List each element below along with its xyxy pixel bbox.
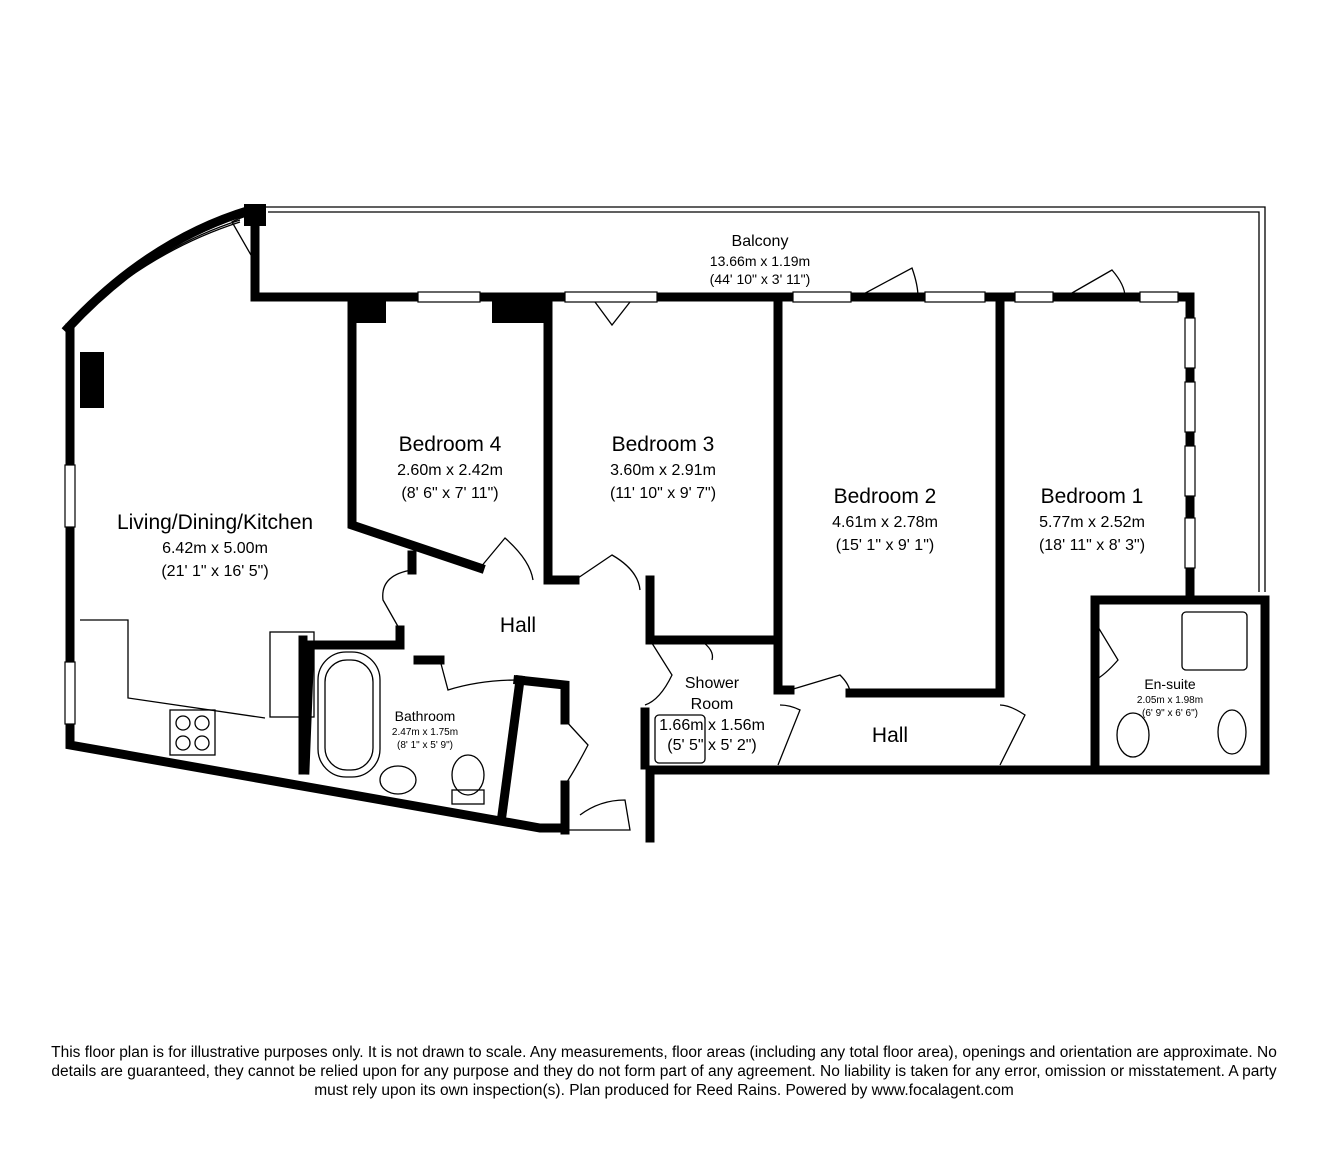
bedroom1-label: Bedroom 1 <box>1041 485 1144 508</box>
ensuite-dimensions-imperial: (6' 9" x 6' 6") <box>1142 708 1198 719</box>
bathroom-toilet <box>451 754 485 796</box>
bathtub <box>317 651 381 778</box>
ensuite-shower <box>1181 611 1248 671</box>
bathroom-dimensions-imperial: (8' 1" x 5' 9") <box>397 740 453 751</box>
living-dimensions: 6.42m x 5.00m <box>162 540 268 557</box>
bedroom4-label: Bedroom 4 <box>399 433 502 456</box>
bathroom-sink <box>379 765 417 795</box>
interior-walls <box>298 300 1100 835</box>
bedroom2-label: Bedroom 2 <box>834 485 937 508</box>
bathroom-label: Bathroom <box>395 708 456 724</box>
disclaimer-text: This floor plan is for illustrative purp… <box>51 1044 1277 1099</box>
kitchen-sink <box>269 631 315 718</box>
balcony-label: Balcony <box>732 233 789 250</box>
bedroom4-dimensions-imperial: (8' 6" x 7' 11") <box>401 485 498 502</box>
shower-room-dimensions-imperial: (5' 5" x 5' 2") <box>667 737 757 754</box>
shower-room-dimensions: 1.66m x 1.56m <box>659 717 765 734</box>
hob <box>169 709 216 756</box>
shower-room-label-2: Room <box>691 696 734 713</box>
bedroom1-dimensions-imperial: (18' 11" x 8' 3") <box>1039 537 1145 554</box>
ensuite-sink <box>1217 709 1247 755</box>
bedroom2-dimensions-imperial: (15' 1" x 9' 1") <box>836 537 934 554</box>
living-dimensions-imperial: (21' 1" x 16' 5") <box>161 563 268 580</box>
doors <box>231 214 1126 831</box>
bay-window <box>61 204 266 335</box>
balcony-outline <box>265 206 1266 592</box>
bedroom3-dimensions: 3.60m x 2.91m <box>610 462 716 479</box>
hall-label-2: Hall <box>872 724 908 747</box>
bedroom4-dimensions: 2.60m x 2.42m <box>397 462 503 479</box>
shower-tray <box>654 714 706 764</box>
bathroom-dimensions: 2.47m x 1.75m <box>392 727 458 738</box>
shower-room-label: Shower <box>685 675 740 692</box>
hall-label: Hall <box>500 614 536 637</box>
ensuite-toilet <box>1116 712 1150 758</box>
living-label: Living/Dining/Kitchen <box>117 511 313 534</box>
ensuite-dimensions: 2.05m x 1.98m <box>1137 695 1203 706</box>
bedroom3-label: Bedroom 3 <box>612 433 715 456</box>
bedroom3-dimensions-imperial: (11' 10" x 9' 7") <box>610 485 716 502</box>
balcony-dimensions-imperial: (44' 10" x 3' 11") <box>710 271 811 287</box>
ensuite-label: En-suite <box>1144 676 1196 692</box>
bedroom1-dimensions: 5.77m x 2.52m <box>1039 514 1145 531</box>
balcony-dimensions: 13.66m x 1.19m <box>710 253 810 269</box>
windows <box>64 291 1196 725</box>
bedroom2-dimensions: 4.61m x 2.78m <box>832 514 938 531</box>
room-labels: Balcony 13.66m x 1.19m (44' 10" x 3' 11"… <box>117 233 1203 754</box>
fixtures <box>80 611 1248 805</box>
